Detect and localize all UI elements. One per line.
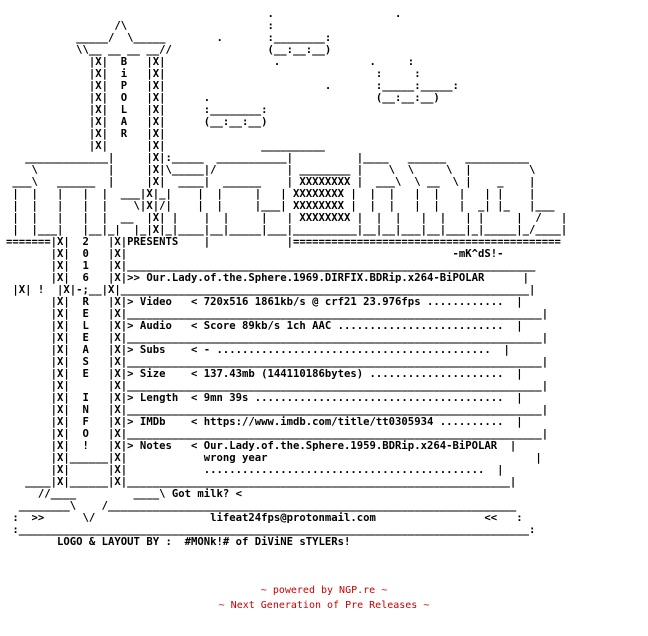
nfo-line: |X| E |X|_______________________________… <box>6 308 549 320</box>
nfo-line: ____|X|______|X|________________________… <box>6 476 517 488</box>
nfo-line: |X| O |X| . (__:__:__) <box>6 92 440 104</box>
nfo-line: _____/ \_____ . :________: <box>6 32 332 44</box>
powered-by-text: ~ powered by NGP.re ~ <box>260 585 388 596</box>
nfo-line: |X| i |X| : : <box>6 68 421 80</box>
nfo-line: |X| I |X|> Length < 9mn 39s ............… <box>6 392 523 404</box>
nfo-line: |X| E |X|_______________________________… <box>6 332 549 344</box>
nfo-line: \ | |X|\_____|/ | ________ | \ \ \ | \ <box>6 164 536 176</box>
nfo-line: : >> \/ lifeat24fps@protonmail.com << : <box>6 512 523 524</box>
nfo-line: |X| E |X|> Size < 137.43mb (144110186byt… <box>6 368 523 380</box>
nfo-line: | | | | | __ |X| | | | | | XXXXXXXX | | … <box>6 212 568 224</box>
nfo-line: |X| O |X|_______________________________… <box>6 428 549 440</box>
nfo-line: ________\ /_____________________________… <box>6 500 517 512</box>
nfo-line: |X| B |X| . . : <box>6 56 415 68</box>
nfo-line: //____ ____\ Got milk? < <box>6 488 242 500</box>
nfo-line: | | | | | ___|X|_| | | | | XXXXXXXX | | … <box>6 188 536 200</box>
nfo-line: |X| R |X|> Video < 720x516 1861kb/s @ cr… <box>6 296 523 308</box>
nfo-line: _____________| |X|:_____ ___________| |_… <box>6 152 529 164</box>
nfo-line: |X| N |X|_______________________________… <box>6 404 549 416</box>
nfo-line: . . <box>6 8 402 20</box>
nfo-line: | |___| |__|_| |_|X|_|____|__|_____|___|… <box>6 224 568 236</box>
nfo-line: |X| L |X| :________: <box>6 104 268 116</box>
nfo-line: |X| P |X| . :_____:_____: <box>6 80 459 92</box>
nfo-line: |X| 1 |X|_______________________________… <box>6 260 536 272</box>
nfo-line: |X|______|X| wrong year | <box>6 452 542 464</box>
nfo-line: |X| L |X|> Audio < Score 89kb/s 1ch AAC … <box>6 320 523 332</box>
nfo-line: |X| |X|_________________________________… <box>6 380 549 392</box>
nfo-line: =======|X| 2 |X|PRESENTS | |============… <box>6 236 561 248</box>
nfo-line: |X| ! |X|> Notes < Our.Lady.of.the.Spher… <box>6 440 517 452</box>
nfo-line: /\ : <box>6 20 274 32</box>
nfo-line: ___\ ______ | |X| ____| ______ | XXXXXXX… <box>6 176 536 188</box>
nfo-line: LOGO & LAYOUT BY : #MONk!# of DiViNE sTY… <box>6 536 351 548</box>
nfo-line: | | | | | \|X|/| | | |___| XXXXXXXX | | … <box>6 200 555 212</box>
nfo-line: |X| F |X|> IMDb < https://www.imdb.com/t… <box>6 416 523 428</box>
nfo-line: |X| A |X|> Subs < - ....................… <box>6 344 510 356</box>
nfo-ascii-art: . . /\ : _____/ \_____ . :________: \\__… <box>6 8 567 548</box>
nfo-line: |X| ! |X|-;__|X|________________________… <box>6 284 536 296</box>
nfo-line: |X| R |X| <box>6 128 166 140</box>
nfo-line: |X| |X| __________ <box>6 140 325 152</box>
nfo-line: |X| A |X| (__:__:__) <box>6 116 268 128</box>
nfo-line: |X| |X| ................................… <box>6 464 504 476</box>
nfo-line: |X| 6 |X|>> Our.Lady.of.the.Sphere.1969.… <box>6 272 529 284</box>
tagline-text: ~ Next Generation of Pre Releases ~ <box>218 600 430 611</box>
nfo-line: |X| 0 |X| -mK^dS!- <box>6 248 504 260</box>
nfo-line: :_______________________________________… <box>6 524 536 536</box>
nfo-line: |X| S |X|_______________________________… <box>6 356 549 368</box>
nfo-line: \\__ __ __ __// (__:__:__) <box>6 44 332 56</box>
